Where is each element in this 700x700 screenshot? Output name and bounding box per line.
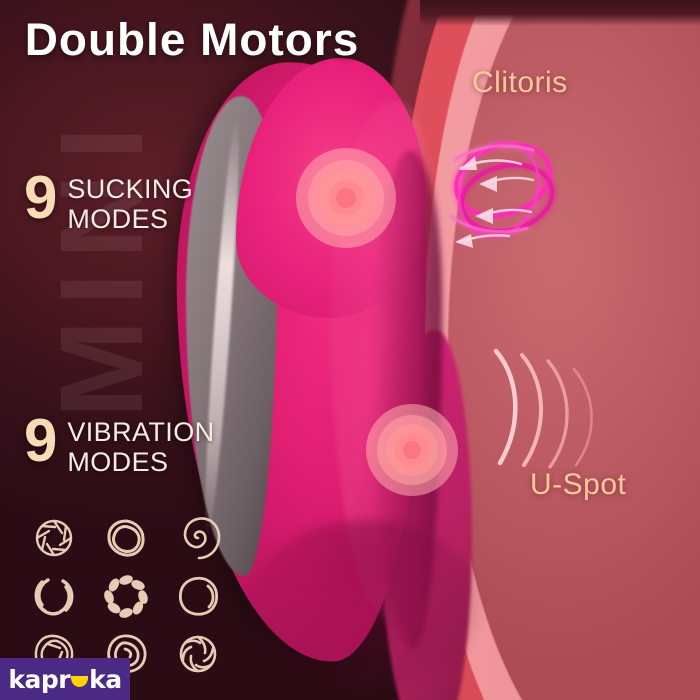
product-bottom-shading [250,520,480,690]
swirl-petal-icon [98,570,154,622]
vibration-wave-graphic [488,345,638,470]
feature-sucking-modes: 9 SUCKING MODES [24,164,193,235]
vibration-modes-label: VIBRATION MODES [67,413,214,477]
sucking-modes-line2: MODES [67,204,169,234]
vibration-point-lower [366,404,458,496]
vibration-modes-line2: MODES [67,447,169,477]
sucking-modes-count: 9 [24,164,58,231]
feature-vibration-modes: 9 VIBRATION MODES [24,407,215,478]
swirl-ring-icon [170,570,226,622]
vibration-modes-line1: VIBRATION [67,417,215,447]
vibration-modes-count: 9 [24,407,58,474]
suction-swirl-graphic [435,120,575,255]
sucking-modes-label: SUCKING MODES [67,170,193,234]
page-title: Double Motors [24,14,360,65]
swirl-pinwheel-icon [98,512,154,564]
spiral-coil-icon [170,512,226,564]
vibration-point-upper [296,148,396,248]
swirl-vortex-icon [170,628,226,680]
background-top-vignette [420,0,700,26]
kapruka-logo-prefix: kapr [8,664,71,694]
label-clitoris: Clitoris [472,66,568,99]
mode-icon-grid [26,512,236,682]
sucking-modes-line1: SUCKING [67,174,194,204]
swirl-crescent-icon [26,570,82,622]
kapruka-logo-text: kapr ka [8,664,122,694]
kapruka-logo[interactable]: kapr ka [0,658,130,700]
anatomy-band-fill [448,0,700,700]
kapruka-logo-suffix: ka [89,664,122,694]
label-u-spot: U-Spot [530,468,627,501]
swirl-aperture-icon [26,512,82,564]
kapruka-smile-icon [71,675,89,687]
